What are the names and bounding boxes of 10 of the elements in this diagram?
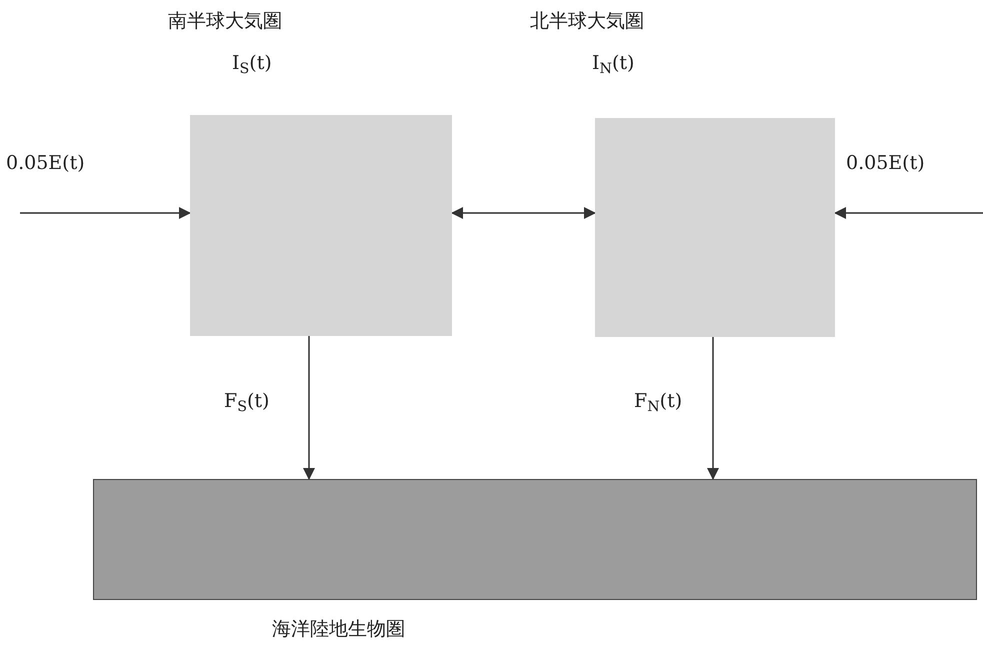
arrow <box>707 337 719 480</box>
inventory-label: I$_{S}$(t) <box>232 54 272 73</box>
arrow <box>20 207 191 219</box>
arrow <box>451 207 596 219</box>
sphere-label: 海洋陸地生物圏 <box>272 620 405 639</box>
sphere-label: 南半球大気圏 <box>168 12 282 31</box>
inventory-label: I$_{N}$(t) <box>592 54 634 73</box>
arrow <box>303 336 315 480</box>
arrow <box>834 207 983 219</box>
sphere-label: 北半球大気圏 <box>530 12 644 31</box>
